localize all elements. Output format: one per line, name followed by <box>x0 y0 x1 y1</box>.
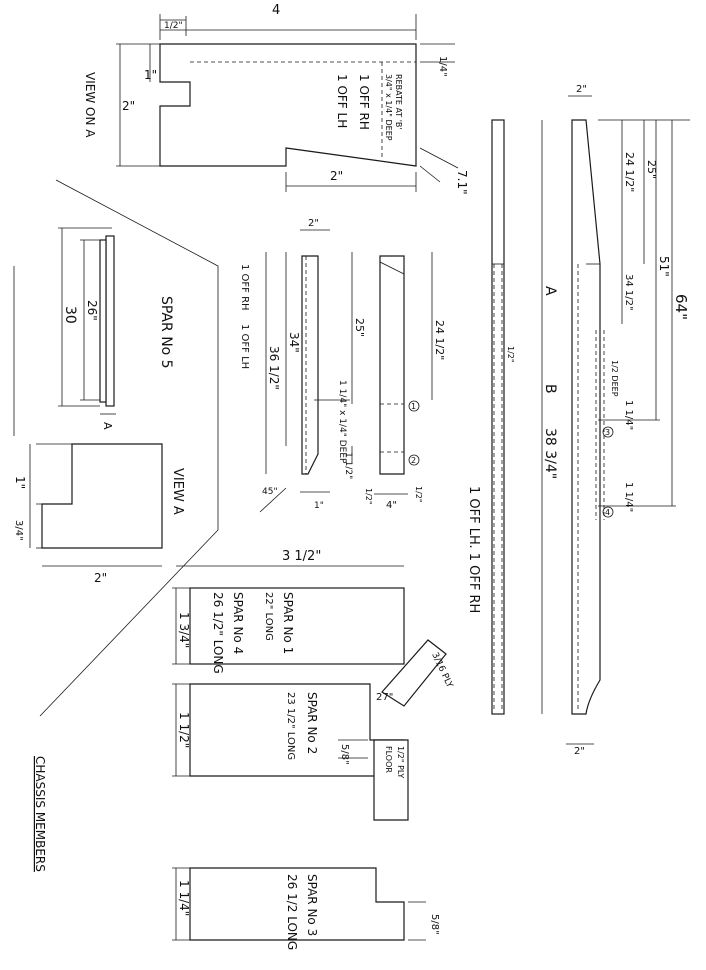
long-dim-2-top: 2" <box>576 84 587 95</box>
view-a-dim-2: 2" <box>94 571 107 585</box>
long-dim-51: 51" <box>657 256 671 277</box>
view-on-a-note-rebate-size: 3/4" x 1/4" DEEP <box>384 74 393 141</box>
spar1-len: 22" LONG <box>263 592 274 641</box>
center-dim-112: 1 1/2" <box>343 452 353 479</box>
long-dim-25: 25" <box>645 160 658 179</box>
view-a-title: VIEW A <box>170 468 185 515</box>
long-dim-114-a: 1 1/4" <box>623 400 634 430</box>
center-dim-half-b: 1/2" <box>414 486 423 503</box>
spar2-drawing <box>172 639 447 821</box>
long-dim-64: 64" <box>672 294 690 320</box>
long-label-a: A <box>542 286 558 296</box>
center-dim-2: 2" <box>308 218 319 229</box>
view-on-a-title: VIEW ON A <box>83 72 97 138</box>
spar3-dim-left: 1 1/4" <box>177 880 191 916</box>
spar4-len: 26 1/2" LONG <box>211 592 225 674</box>
center-dim-45: 45" <box>262 487 278 497</box>
long-label-b: B <box>542 384 558 394</box>
center-dim-24: 24 1/2" <box>433 320 446 360</box>
center-dim-half-a: 1/2" <box>364 488 373 505</box>
view-on-a-angle: 7.1" <box>455 170 469 195</box>
sheet-title: CHASSIS MEMBERS <box>33 756 47 872</box>
view-on-a-note-rebate: REBATE AT 'B' <box>394 74 403 130</box>
spar3-drawing <box>172 867 426 941</box>
long-dim-38: 38 3/4" <box>542 428 558 479</box>
center-dim-36: 36 1/2" <box>267 346 281 390</box>
long-mark-4: 4 <box>605 508 610 517</box>
view-on-a-qty-lh: 1 OFF LH <box>335 74 349 128</box>
spar5-title: SPAR No 5 <box>158 296 174 369</box>
view-on-a-dim-quarter: 1/4" <box>437 56 448 77</box>
center-member-drawing <box>259 229 433 513</box>
spar1-drawing <box>172 587 405 665</box>
view-a-drawing <box>29 443 163 567</box>
long-dim-24: 24 1/2" <box>623 152 636 192</box>
center-dim-34: 34" <box>287 332 301 353</box>
center-qty-rh: 1 OFF RH <box>239 264 250 311</box>
long-qty: 1 OFF LH. 1 OFF RH <box>466 486 481 613</box>
long-member-drawing <box>491 95 690 745</box>
long-dim-114-b: 1 1/4" <box>623 482 634 512</box>
long-dim-34: 34 1/2" <box>623 274 634 311</box>
center-dim-25: 25" <box>353 318 366 337</box>
center-dim-4: 4" <box>386 500 397 511</box>
spar2-dim-58: 5/8" <box>339 744 350 765</box>
spar1-dim-left: 1 3/4" <box>177 612 191 648</box>
width-dim-text: 3 1/2" <box>282 549 321 564</box>
center-qty-lh: 1 OFF LH <box>239 324 250 369</box>
spar2-name: SPAR No 2 <box>305 692 319 754</box>
spar3-dim-58: 5/8" <box>429 914 440 935</box>
view-on-a-dim-bottom: 2" <box>330 169 343 183</box>
spar2-angle: 27" <box>376 692 393 703</box>
spar5-drawing <box>58 227 116 415</box>
spar2-dim-left: 1 1/2" <box>177 712 191 748</box>
spar5-label-a: A <box>101 422 114 430</box>
center-rebate-note: 1 1/4" x 1/4" DEEP <box>337 380 347 464</box>
spar5-dim-30: 30 <box>62 306 78 324</box>
spar5-dim-26: 26" <box>85 300 99 321</box>
spar2-ply2: 1/2" PLY <box>396 746 405 778</box>
view-a-dim-1: 1" <box>13 476 27 489</box>
spar2-len: 23 1/2" LONG <box>285 692 296 760</box>
spar3-len: 26 1/2 LONG <box>285 874 299 950</box>
spar4-name: SPAR No 4 <box>231 592 245 654</box>
view-on-a-dim-half: 1/2" <box>164 21 183 31</box>
spar2-floor: FLOOR <box>384 746 393 773</box>
section-divider-lines <box>13 179 219 717</box>
view-on-a-dim-2: 2" <box>122 99 135 113</box>
view-on-a-qty-rh: 1 OFF RH <box>357 74 371 130</box>
view-on-a-dim-1: 1" <box>144 68 157 82</box>
long-mark-3: 3 <box>605 428 610 437</box>
center-mark-2: 2 <box>411 456 416 465</box>
long-deep: 1/2 DEEP <box>610 360 619 397</box>
spar1-name: SPAR No 1 <box>281 592 295 654</box>
view-on-a-drawing <box>116 14 459 192</box>
view-on-a-dim-top: 4 <box>272 3 280 18</box>
center-mark-1: 1 <box>411 402 416 411</box>
view-a-dim-34: 3/4" <box>13 520 24 541</box>
long-dim-half: 1/2" <box>506 346 515 363</box>
center-dim-1: 1" <box>314 501 324 511</box>
spar3-name: SPAR No 3 <box>305 874 319 936</box>
long-dim-2-bottom: 2" <box>574 746 585 757</box>
